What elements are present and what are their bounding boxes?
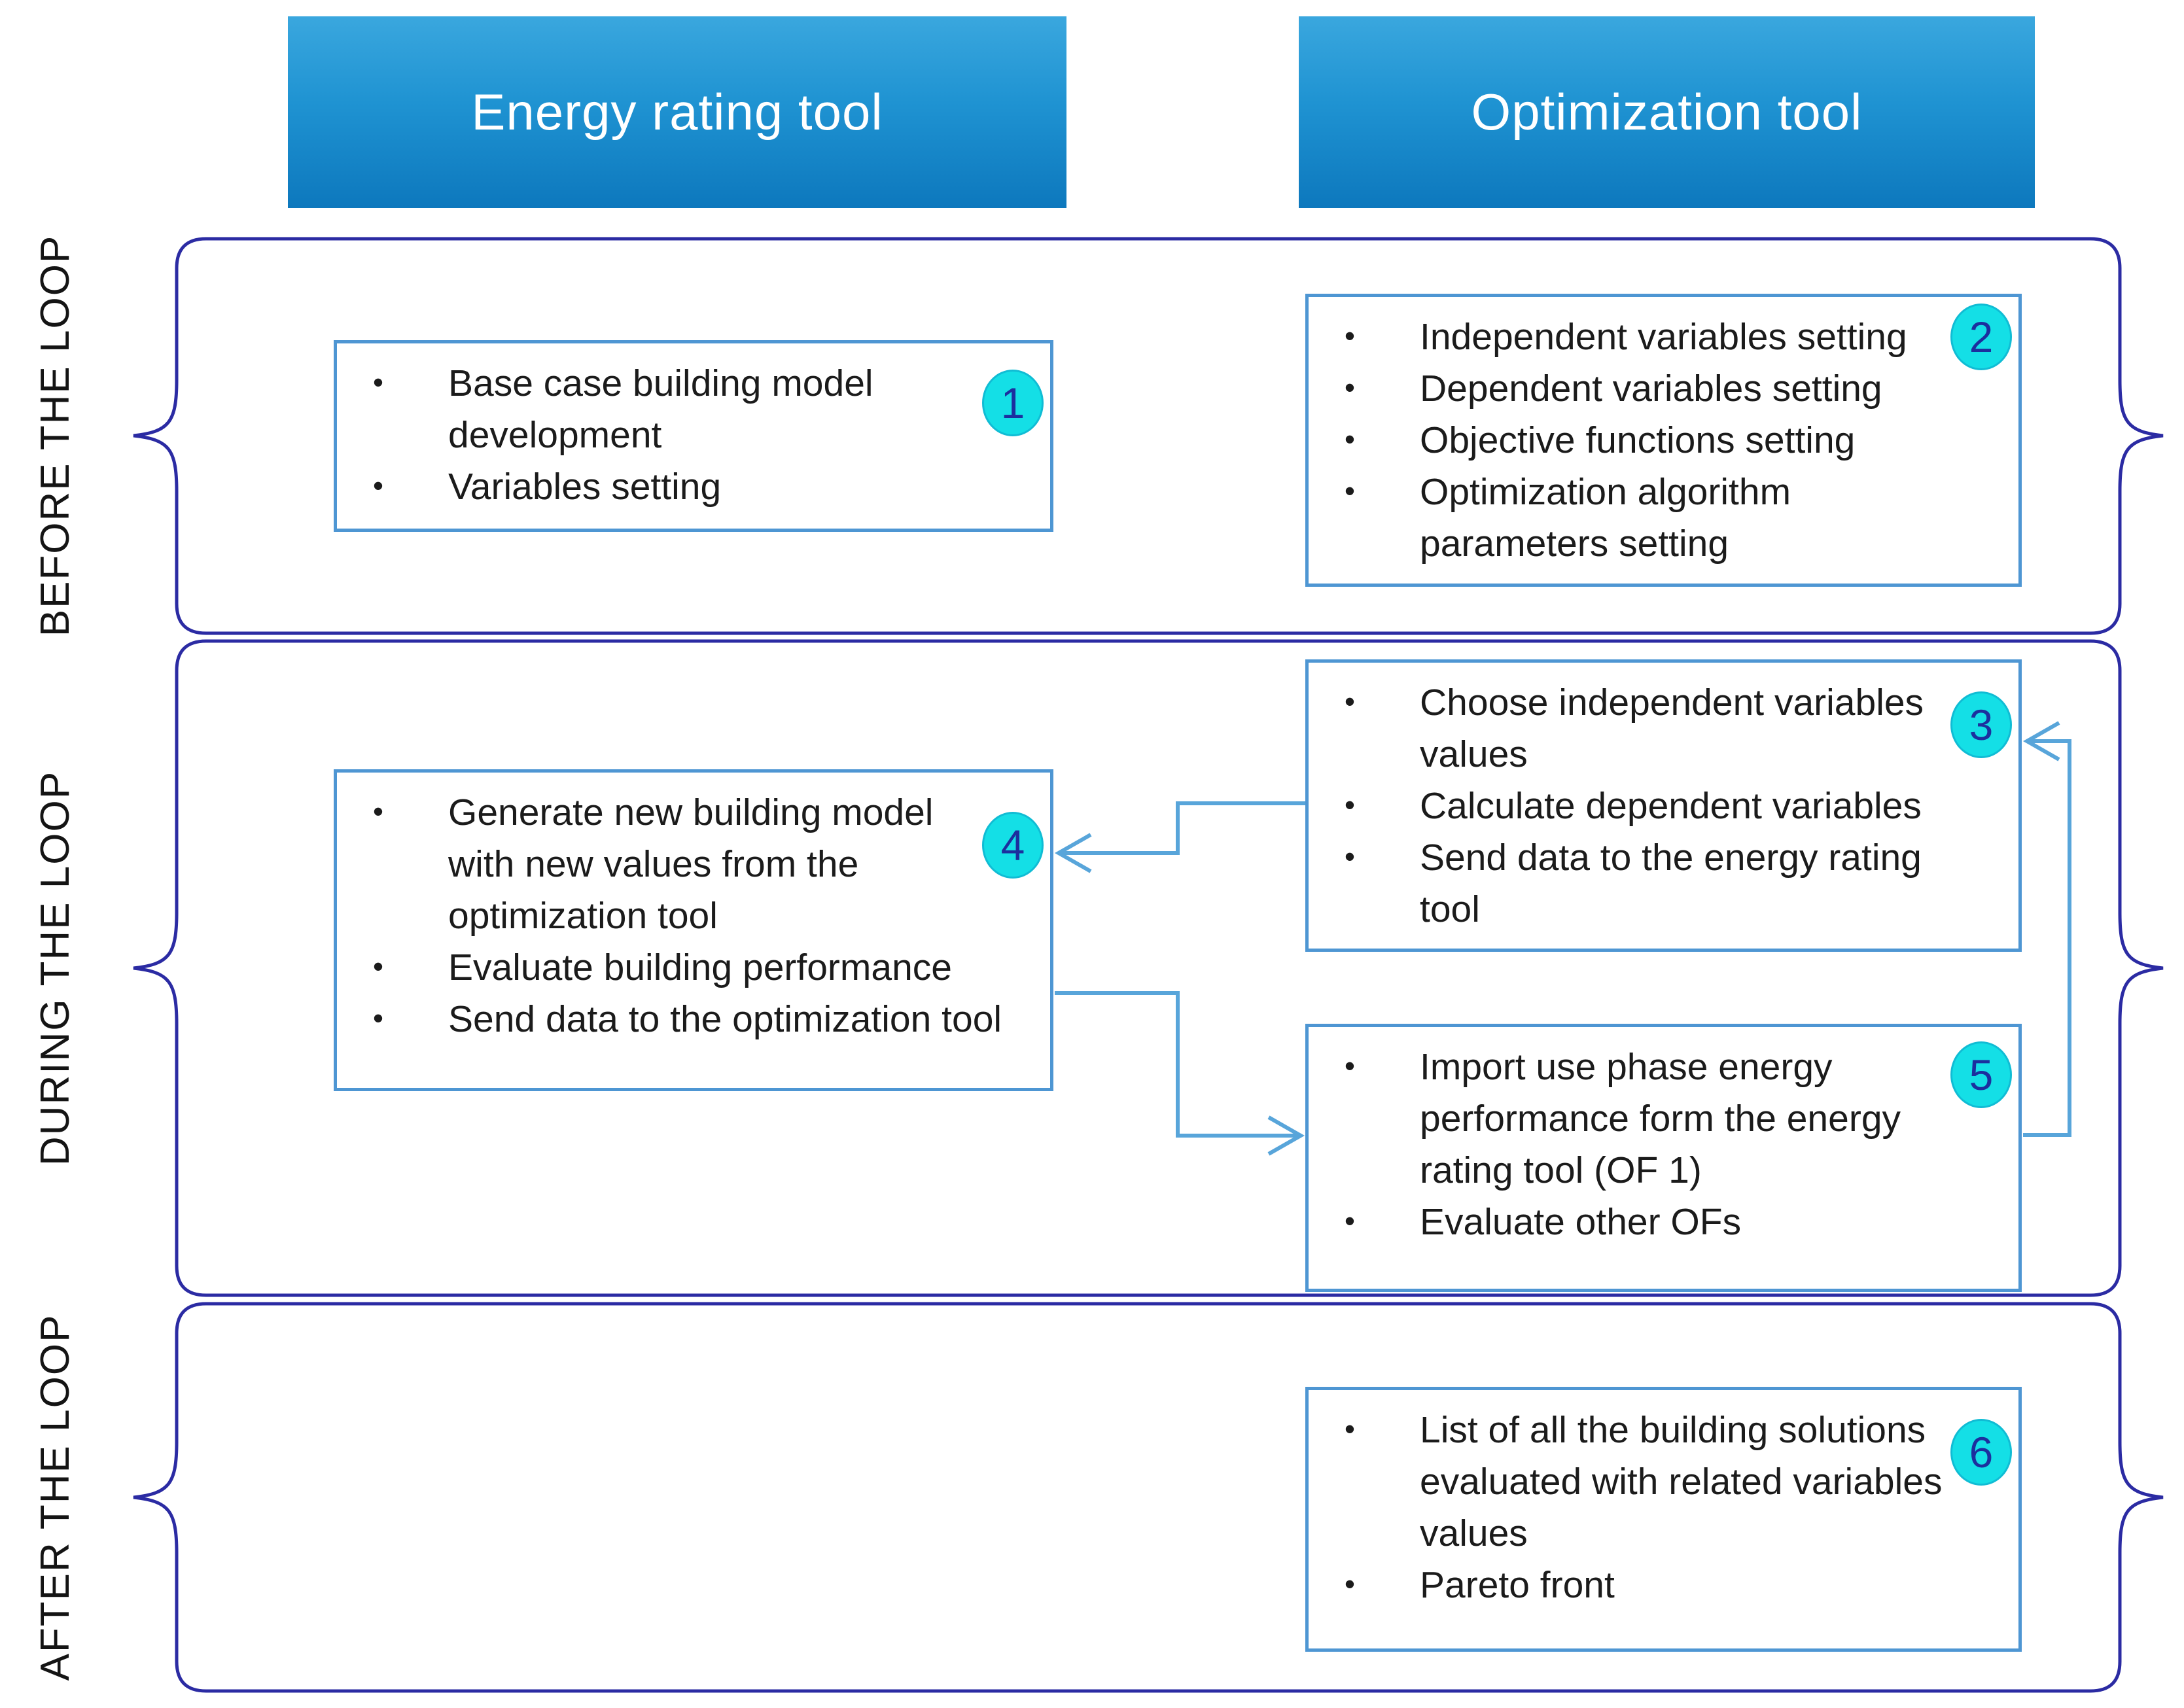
column-header-energy-rating-tool: Energy rating tool: [288, 16, 1066, 208]
phase-label-after-the-loop: AFTER THE LOOP: [33, 1314, 78, 1681]
section-outline-after-the-loop: [133, 1302, 2164, 1693]
arrow-box3-to-box4: [1054, 801, 1305, 873]
bullet-list: Base case building modeldevelopmentVaria…: [337, 357, 1050, 513]
bullet-item: Calculate dependent variables: [1345, 779, 1999, 832]
bullet-item: Variables setting: [373, 460, 1030, 513]
arrow-box4-to-box5: [1055, 991, 1305, 1156]
section-outline-during-the-loop: [133, 639, 2164, 1297]
step-box-3-choose-variables: 3 Choose independent variablesvaluesCalc…: [1305, 659, 2022, 952]
bullet-list: Independent variables settingDependent v…: [1309, 310, 2018, 570]
bullet-list: Choose independent variablesvaluesCalcul…: [1309, 676, 2018, 935]
bullet-item: Send data to the optimization tool: [373, 992, 1030, 1045]
step-box-1-base-case-model: 1 Base case building modeldevelopmentVar…: [334, 340, 1053, 532]
bullet-list: List of all the building solutionsevalua…: [1309, 1403, 2018, 1611]
bullet-item: Dependent variables setting: [1345, 362, 1999, 415]
step-box-2-variables-setting: 2 Independent variables settingDependent…: [1305, 294, 2022, 587]
bullet-item: List of all the building solutionsevalua…: [1345, 1403, 1999, 1560]
bullet-item: Pareto front: [1345, 1558, 1999, 1611]
bullet-item: Evaluate building performance: [373, 941, 1030, 994]
bullet-item: Independent variables setting: [1345, 310, 1999, 363]
section-outline-before-the-loop: [133, 237, 2164, 635]
arrow-box5-to-box3-loop: [2022, 721, 2071, 1137]
bullet-item: Objective functions setting: [1345, 413, 1999, 466]
bullet-item: Evaluate other OFs: [1345, 1195, 1999, 1248]
column-header-optimization-tool: Optimization tool: [1299, 16, 2035, 208]
step-box-6-solutions-pareto: 6 List of all the building solutionseval…: [1305, 1387, 2022, 1652]
